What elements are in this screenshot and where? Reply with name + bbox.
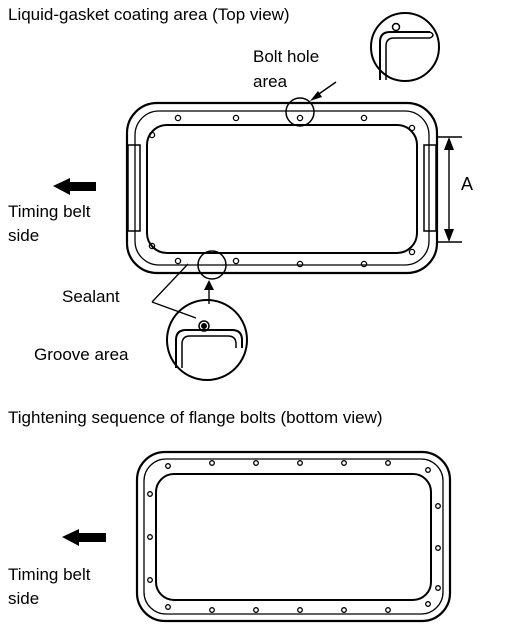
- dimension-a-label: A: [461, 174, 474, 194]
- dimension-a-marker: [436, 136, 462, 243]
- bolt-hole-pointer: [310, 81, 337, 101]
- timing-belt-label-bottom-line2: side: [8, 589, 40, 608]
- sealant-label: Sealant: [62, 287, 120, 306]
- groove-area-label: Groove area: [34, 345, 129, 364]
- timing-belt-label-top-line2: side: [8, 226, 40, 245]
- top-oil-pan: [125, 101, 439, 275]
- top-view-title: Liquid-gasket coating area (Top view): [8, 5, 290, 24]
- groove-pointer: [204, 280, 214, 304]
- timing-belt-label-bottom-line1: Timing belt: [8, 565, 91, 584]
- bolt-hole-label-line1: Bolt hole: [253, 47, 320, 66]
- timing-belt-label-top-line1: Timing belt: [8, 202, 91, 221]
- sealant-pointers: [151, 263, 197, 319]
- bottom-view-title: Tightening sequence of flange bolts (bot…: [8, 408, 383, 427]
- bolt-hole-label-line2: area: [253, 72, 288, 91]
- top-bolt-holes: [148, 114, 416, 268]
- bolt-hole-callout: [285, 12, 440, 127]
- arrow-left-icon: [53, 178, 96, 195]
- bottom-oil-pan: [135, 450, 452, 623]
- bottom-bolt-holes: [147, 460, 441, 613]
- arrow-left-icon: [62, 529, 106, 546]
- groove-callout: [166, 250, 248, 381]
